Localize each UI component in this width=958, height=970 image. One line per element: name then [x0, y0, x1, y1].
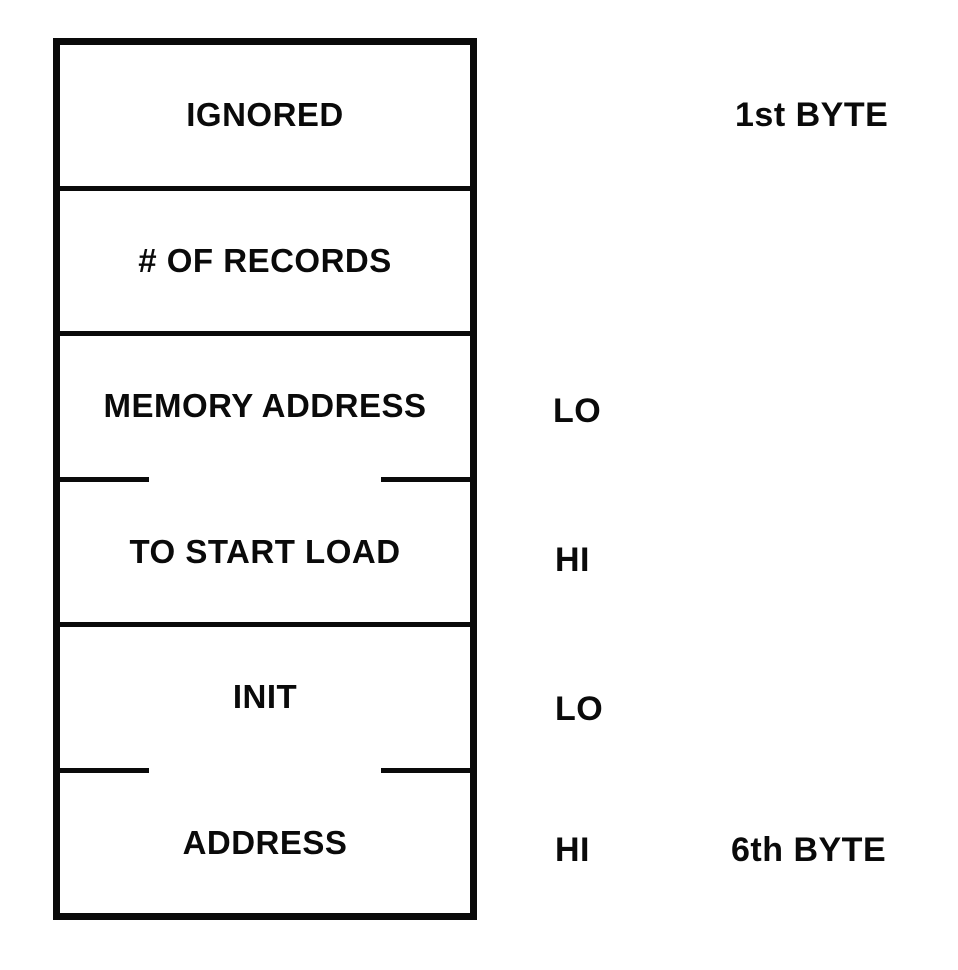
cell-label-ignored: IGNORED: [186, 96, 344, 134]
side-label-address-hi: HI: [555, 831, 590, 869]
byte-order-note-sixth: 6th BYTE: [731, 831, 887, 869]
cell-label-memory-address: MEMORY ADDRESS: [103, 387, 427, 425]
divider-segment-left: [60, 767, 149, 773]
cell-memory-address: MEMORY ADDRESS: [60, 336, 470, 477]
divider-broken-1: [60, 476, 470, 482]
cell-address: ADDRESS: [60, 773, 470, 914]
byte-order-note-first: 1st BYTE: [735, 96, 889, 134]
cell-init: INIT: [60, 627, 470, 768]
divider-broken-2: [60, 767, 470, 773]
cell-label-init: INIT: [232, 678, 298, 716]
divider-solid-1: [60, 185, 470, 191]
cell-num-of-records: # OF RECORDS: [60, 191, 470, 332]
cell-ignored: IGNORED: [60, 45, 470, 186]
cell-label-address: ADDRESS: [182, 823, 348, 861]
memory-map-box: IGNORED # OF RECORDS MEMORY ADDRESS TO S…: [53, 38, 477, 920]
cell-label-num-of-records: # OF RECORDS: [138, 241, 392, 279]
divider-solid-2: [60, 331, 470, 336]
side-label-init-lo: LO: [555, 690, 604, 728]
divider-segment-right: [381, 767, 470, 773]
divider-segment-left: [60, 476, 149, 482]
divider-solid-3: [60, 622, 470, 627]
cell-to-start-load: TO START LOAD: [60, 482, 470, 623]
side-label-memory-address-lo: LO: [553, 392, 602, 430]
divider-segment-right: [381, 476, 470, 482]
side-label-to-start-load-hi: HI: [555, 541, 590, 579]
cell-label-to-start-load: TO START LOAD: [129, 532, 401, 570]
